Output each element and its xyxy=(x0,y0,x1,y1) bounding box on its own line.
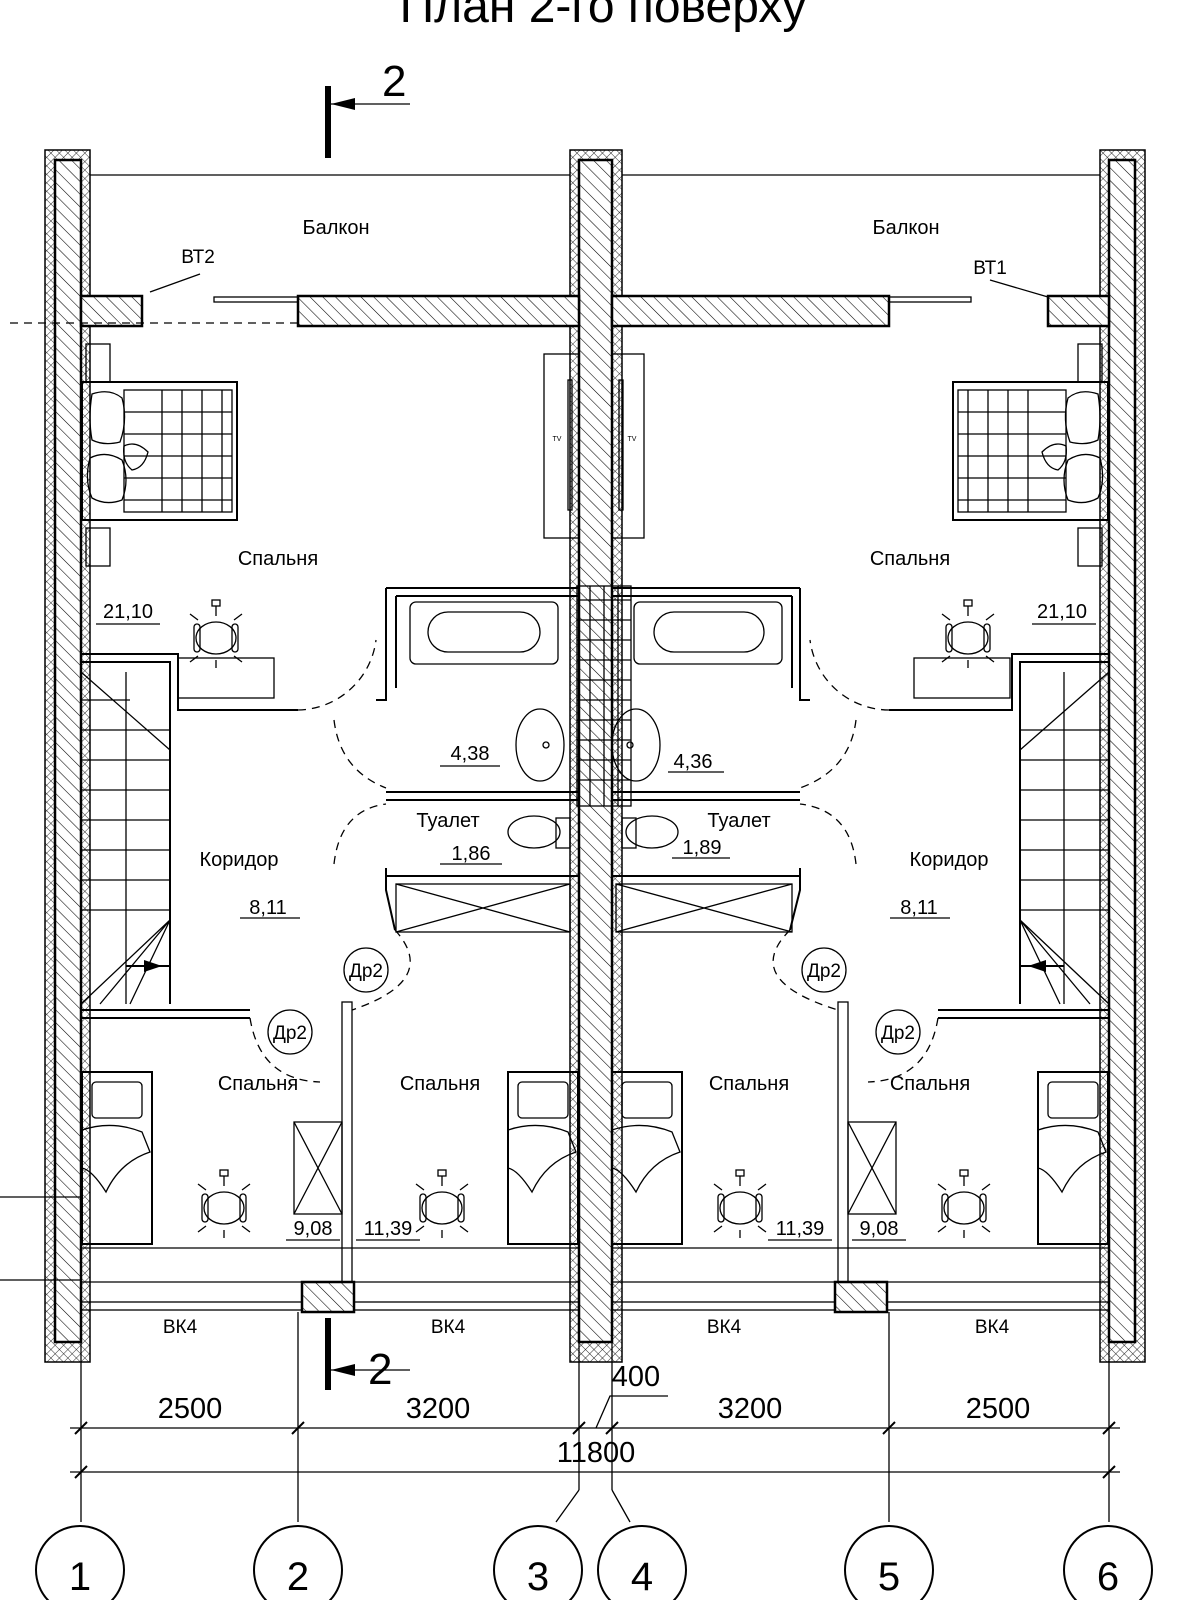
room-name: Спальня xyxy=(709,1073,789,1095)
room-name: Туалет xyxy=(416,810,479,832)
window-mark: ВК4 xyxy=(431,1317,466,1338)
axis-label: 6 xyxy=(1097,1555,1119,1599)
dimension-value: 3200 xyxy=(406,1393,471,1425)
window-mark: ВК4 xyxy=(707,1317,742,1338)
axis-bubbles xyxy=(35,1525,1153,1600)
room-area: 8,11 xyxy=(900,897,937,919)
balcony-outline xyxy=(10,174,1100,324)
door-mark: Др2 xyxy=(349,961,383,982)
room-name: Коридор xyxy=(910,849,989,871)
window-mark: ВТ1 xyxy=(973,258,1007,279)
door-mark: Др2 xyxy=(807,961,841,982)
door-marks xyxy=(267,947,921,1055)
section-markers xyxy=(325,86,410,1390)
room-name: Туалет xyxy=(707,810,770,832)
door-mark: Др2 xyxy=(273,1023,307,1044)
room-name: Спальня xyxy=(218,1073,298,1095)
tv-units xyxy=(543,353,645,539)
furniture xyxy=(81,343,1109,1245)
stairs xyxy=(80,671,1110,1005)
axis-label: 5 xyxy=(878,1555,900,1599)
room-area: 11,39 xyxy=(364,1218,413,1240)
room-area: 9,08 xyxy=(294,1218,333,1240)
section-label-top: 2 xyxy=(382,57,406,106)
room-name: Спальня xyxy=(890,1073,970,1095)
dimension-value: 2500 xyxy=(966,1393,1031,1425)
vent-shafts xyxy=(576,585,632,807)
door-swings xyxy=(249,639,939,1083)
room-name: Балкон xyxy=(872,217,939,239)
dimension-value: 11800 xyxy=(557,1437,636,1469)
room-area: 21,10 xyxy=(1037,601,1087,623)
window-mark: ВК4 xyxy=(163,1317,198,1338)
bottom-windows xyxy=(0,1196,1110,1311)
window-mark: ВК4 xyxy=(975,1317,1010,1338)
room-area: 4,36 xyxy=(674,751,713,773)
axis-label: 1 xyxy=(69,1555,91,1599)
plan-title: План 2-го поверху xyxy=(400,0,807,33)
room-name: Спальня xyxy=(870,548,950,570)
room-area: 21,10 xyxy=(103,601,153,623)
dimension-lines xyxy=(70,1312,1120,1523)
room-name: Спальня xyxy=(400,1073,480,1095)
room-area: 8,11 xyxy=(249,897,286,919)
door-mark: Др2 xyxy=(881,1023,915,1044)
dimension-value: 2500 xyxy=(158,1393,223,1425)
axis-label: 2 xyxy=(287,1555,309,1599)
window-mark: ВТ2 xyxy=(181,247,215,268)
axis-label: 3 xyxy=(527,1555,549,1599)
room-area: 9,08 xyxy=(860,1218,899,1240)
partitions xyxy=(81,587,1109,1283)
room-area: 1,86 xyxy=(452,843,491,865)
walls xyxy=(44,149,1146,1363)
tv-label: TV xyxy=(553,436,562,443)
axis-label: 4 xyxy=(631,1555,653,1599)
room-name: Коридор xyxy=(200,849,279,871)
room-area: 11,39 xyxy=(776,1218,825,1240)
room-area: 1,89 xyxy=(683,837,722,859)
room-area: 4,38 xyxy=(451,743,490,765)
dimension-value: 3200 xyxy=(718,1393,783,1425)
area-underlines xyxy=(96,623,1096,1241)
section-label-bottom: 2 xyxy=(368,1345,392,1394)
dimension-value: 400 xyxy=(612,1361,660,1393)
room-name: Спальня xyxy=(238,548,318,570)
room-name: Балкон xyxy=(302,217,369,239)
tv-label: TV xyxy=(628,436,637,443)
